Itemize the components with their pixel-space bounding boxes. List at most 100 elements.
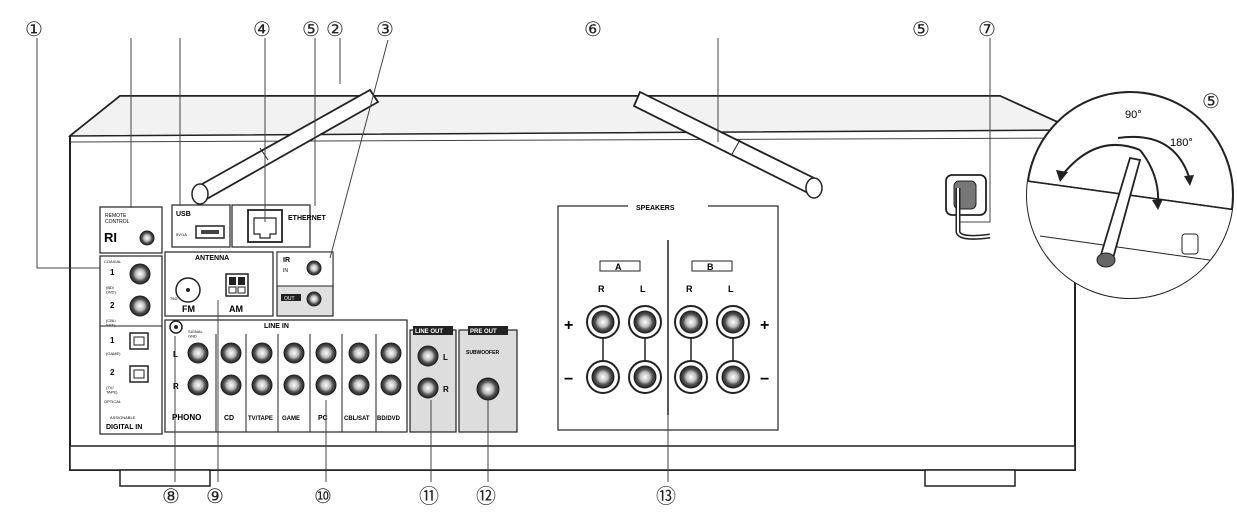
bd-dvd-r-jack[interactable] (380, 374, 402, 396)
ir-section: IR IN OUT (276, 251, 334, 317)
plus-left-label: + (564, 317, 573, 334)
coaxial-1-jack[interactable] (129, 263, 151, 285)
wireless-antenna-left[interactable] (191, 88, 380, 205)
tv-tape-r-jack[interactable] (251, 374, 273, 396)
angle-90-label: 90° (1125, 109, 1142, 121)
line-out-l-jack[interactable] (417, 345, 439, 367)
ir-in-label: IN (283, 268, 288, 274)
ri-logo: RI (104, 230, 117, 245)
pc-r-jack[interactable] (315, 374, 337, 396)
plus-right-label: + (760, 317, 769, 334)
inset-antenna (1096, 156, 1142, 268)
am-label: AM (229, 304, 243, 314)
ir-out-jack[interactable] (306, 291, 322, 307)
callout-10: ⑩ (314, 484, 332, 508)
line-out-r-jack[interactable] (417, 377, 439, 399)
ir-label: IR (283, 257, 290, 264)
antenna-terminals: ANTENNA 75Ω FM AM (164, 251, 274, 317)
rotation-arrow-180 (1117, 136, 1191, 181)
cbl-sat-l-jack[interactable] (348, 342, 370, 364)
pc-l-jack[interactable] (315, 342, 337, 364)
speaker-a-label: A (615, 262, 622, 272)
cd-label: CD (224, 415, 234, 422)
signal-gnd-terminal[interactable] (169, 320, 183, 334)
game-r-jack[interactable] (283, 374, 305, 396)
power-cord[interactable] (945, 174, 991, 240)
coaxial-2-label: (CBL/SAT) (106, 318, 117, 328)
speaker-a-l-label: L (640, 284, 646, 294)
line-out-label: LINE OUT (415, 329, 443, 335)
callout-1: ① (25, 17, 43, 41)
callouts: ① ④ ⑤ ② ③ ⑥ ⑤ ⑦ ⑤ ⑧ ⑨ ⑩ ⑪ ⑫ ⑬ (25, 17, 1220, 508)
optical-1-label: (GAME) (106, 351, 121, 356)
callout-2: ② (326, 17, 344, 41)
bd-dvd-label: BD/DVD (377, 416, 401, 422)
speaker-b-r-label: R (686, 284, 693, 294)
speaker-a-l-plus-terminal[interactable] (628, 305, 662, 339)
tv-tape-l-jack[interactable] (251, 342, 273, 364)
callout-8: ⑧ (162, 484, 180, 508)
callout-11: ⑪ (419, 484, 439, 508)
callout-12: ⑫ (476, 484, 496, 508)
cd-l-jack[interactable] (220, 342, 242, 364)
coaxial-2-number: 2 (110, 301, 115, 310)
am-antenna-terminal[interactable] (225, 273, 249, 297)
phono-label: PHONO (172, 413, 201, 422)
ir-in-jack[interactable] (306, 260, 322, 276)
pc-label: PC (318, 415, 328, 422)
optical-2-number: 2 (110, 368, 115, 377)
usb-label: USB (176, 211, 191, 218)
optical-label: OPTICAL (104, 399, 122, 404)
speaker-b-label: B (707, 262, 714, 272)
callout-5-right: ⑤ (912, 17, 930, 41)
coaxial-1-label: (BD/DVD) (106, 285, 116, 295)
cbl-sat-label: CBL/SAT (344, 416, 370, 422)
tv-tape-label: TV/TAPE (248, 416, 273, 422)
speaker-b-r-minus-terminal[interactable] (674, 360, 708, 394)
digital-in-label: DIGITAL IN (106, 424, 142, 431)
callout-13: ⑬ (656, 484, 676, 508)
optical-2-label: (TV/TAPE) (106, 385, 118, 395)
subwoofer-jack[interactable] (476, 377, 500, 401)
speaker-a-r-label: R (598, 284, 605, 294)
minus-right-label: − (760, 371, 769, 388)
cd-r-jack[interactable] (220, 374, 242, 396)
assignable-label: ASSIGNABLE (110, 415, 136, 420)
phono-r-label: R (173, 382, 179, 391)
callout-4: ④ (253, 17, 271, 41)
speaker-a-l-minus-terminal[interactable] (628, 360, 662, 394)
speaker-a-r-minus-terminal[interactable] (586, 360, 620, 394)
speaker-b-l-plus-terminal[interactable] (716, 305, 750, 339)
phono-l-jack[interactable] (187, 342, 209, 364)
speaker-a-r-plus-terminal[interactable] (586, 305, 620, 339)
callout-6: ⑥ (584, 17, 602, 41)
fm-impedance: 75Ω (170, 296, 177, 301)
angle-180-label: 180° (1170, 137, 1193, 149)
callout-5-inset: ⑤ (1202, 89, 1220, 113)
usb-rating: 5V/1A (176, 232, 187, 237)
speaker-b-l-minus-terminal[interactable] (716, 360, 750, 394)
coaxial-1-number: 1 (110, 268, 115, 277)
callout-7: ⑦ (978, 17, 996, 41)
leader-lines (36, 38, 991, 482)
callout-3: ③ (376, 17, 394, 41)
speaker-b-r-plus-terminal[interactable] (674, 305, 708, 339)
wireless-antenna-right[interactable] (632, 90, 823, 199)
fm-label: FM (182, 304, 195, 314)
bd-dvd-l-jack[interactable] (380, 342, 402, 364)
line-in-label: LINE IN (264, 323, 289, 330)
game-l-jack[interactable] (283, 342, 305, 364)
usb-port[interactable]: USB 5V/1A (171, 204, 231, 248)
phono-r-jack[interactable] (187, 374, 209, 396)
callout-5-top: ⑤ (302, 17, 320, 41)
cbl-sat-r-jack[interactable] (348, 374, 370, 396)
digital-in-section: COAXIAL 1 (BD/DVD) 2 (CBL/SAT) 1 (GAME) … (99, 255, 163, 435)
ethernet-label: ETHERNET (288, 215, 326, 222)
antenna-rotation-inset: 90° 180° (1026, 91, 1234, 299)
coaxial-2-jack[interactable] (129, 295, 151, 317)
